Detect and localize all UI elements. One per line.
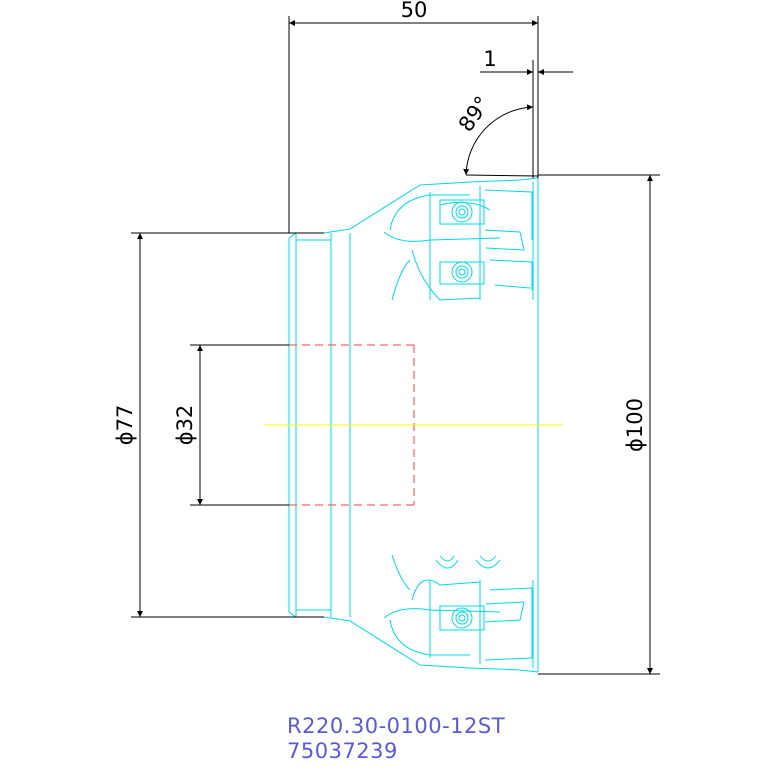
cutting-diameter-label: ϕ100	[623, 398, 647, 452]
angle-dimension-label: 89°	[454, 92, 495, 136]
bore-diameter-label: ϕ32	[173, 405, 197, 446]
shank-diameter-label: ϕ77	[113, 405, 137, 446]
length-dimension-label: 50	[401, 0, 428, 22]
article-number: 75037239	[287, 739, 398, 763]
offset-dimension-label: 1	[483, 47, 496, 71]
dimension-lines	[131, 16, 660, 675]
part-number: R220.30-0100-12ST	[287, 714, 506, 738]
